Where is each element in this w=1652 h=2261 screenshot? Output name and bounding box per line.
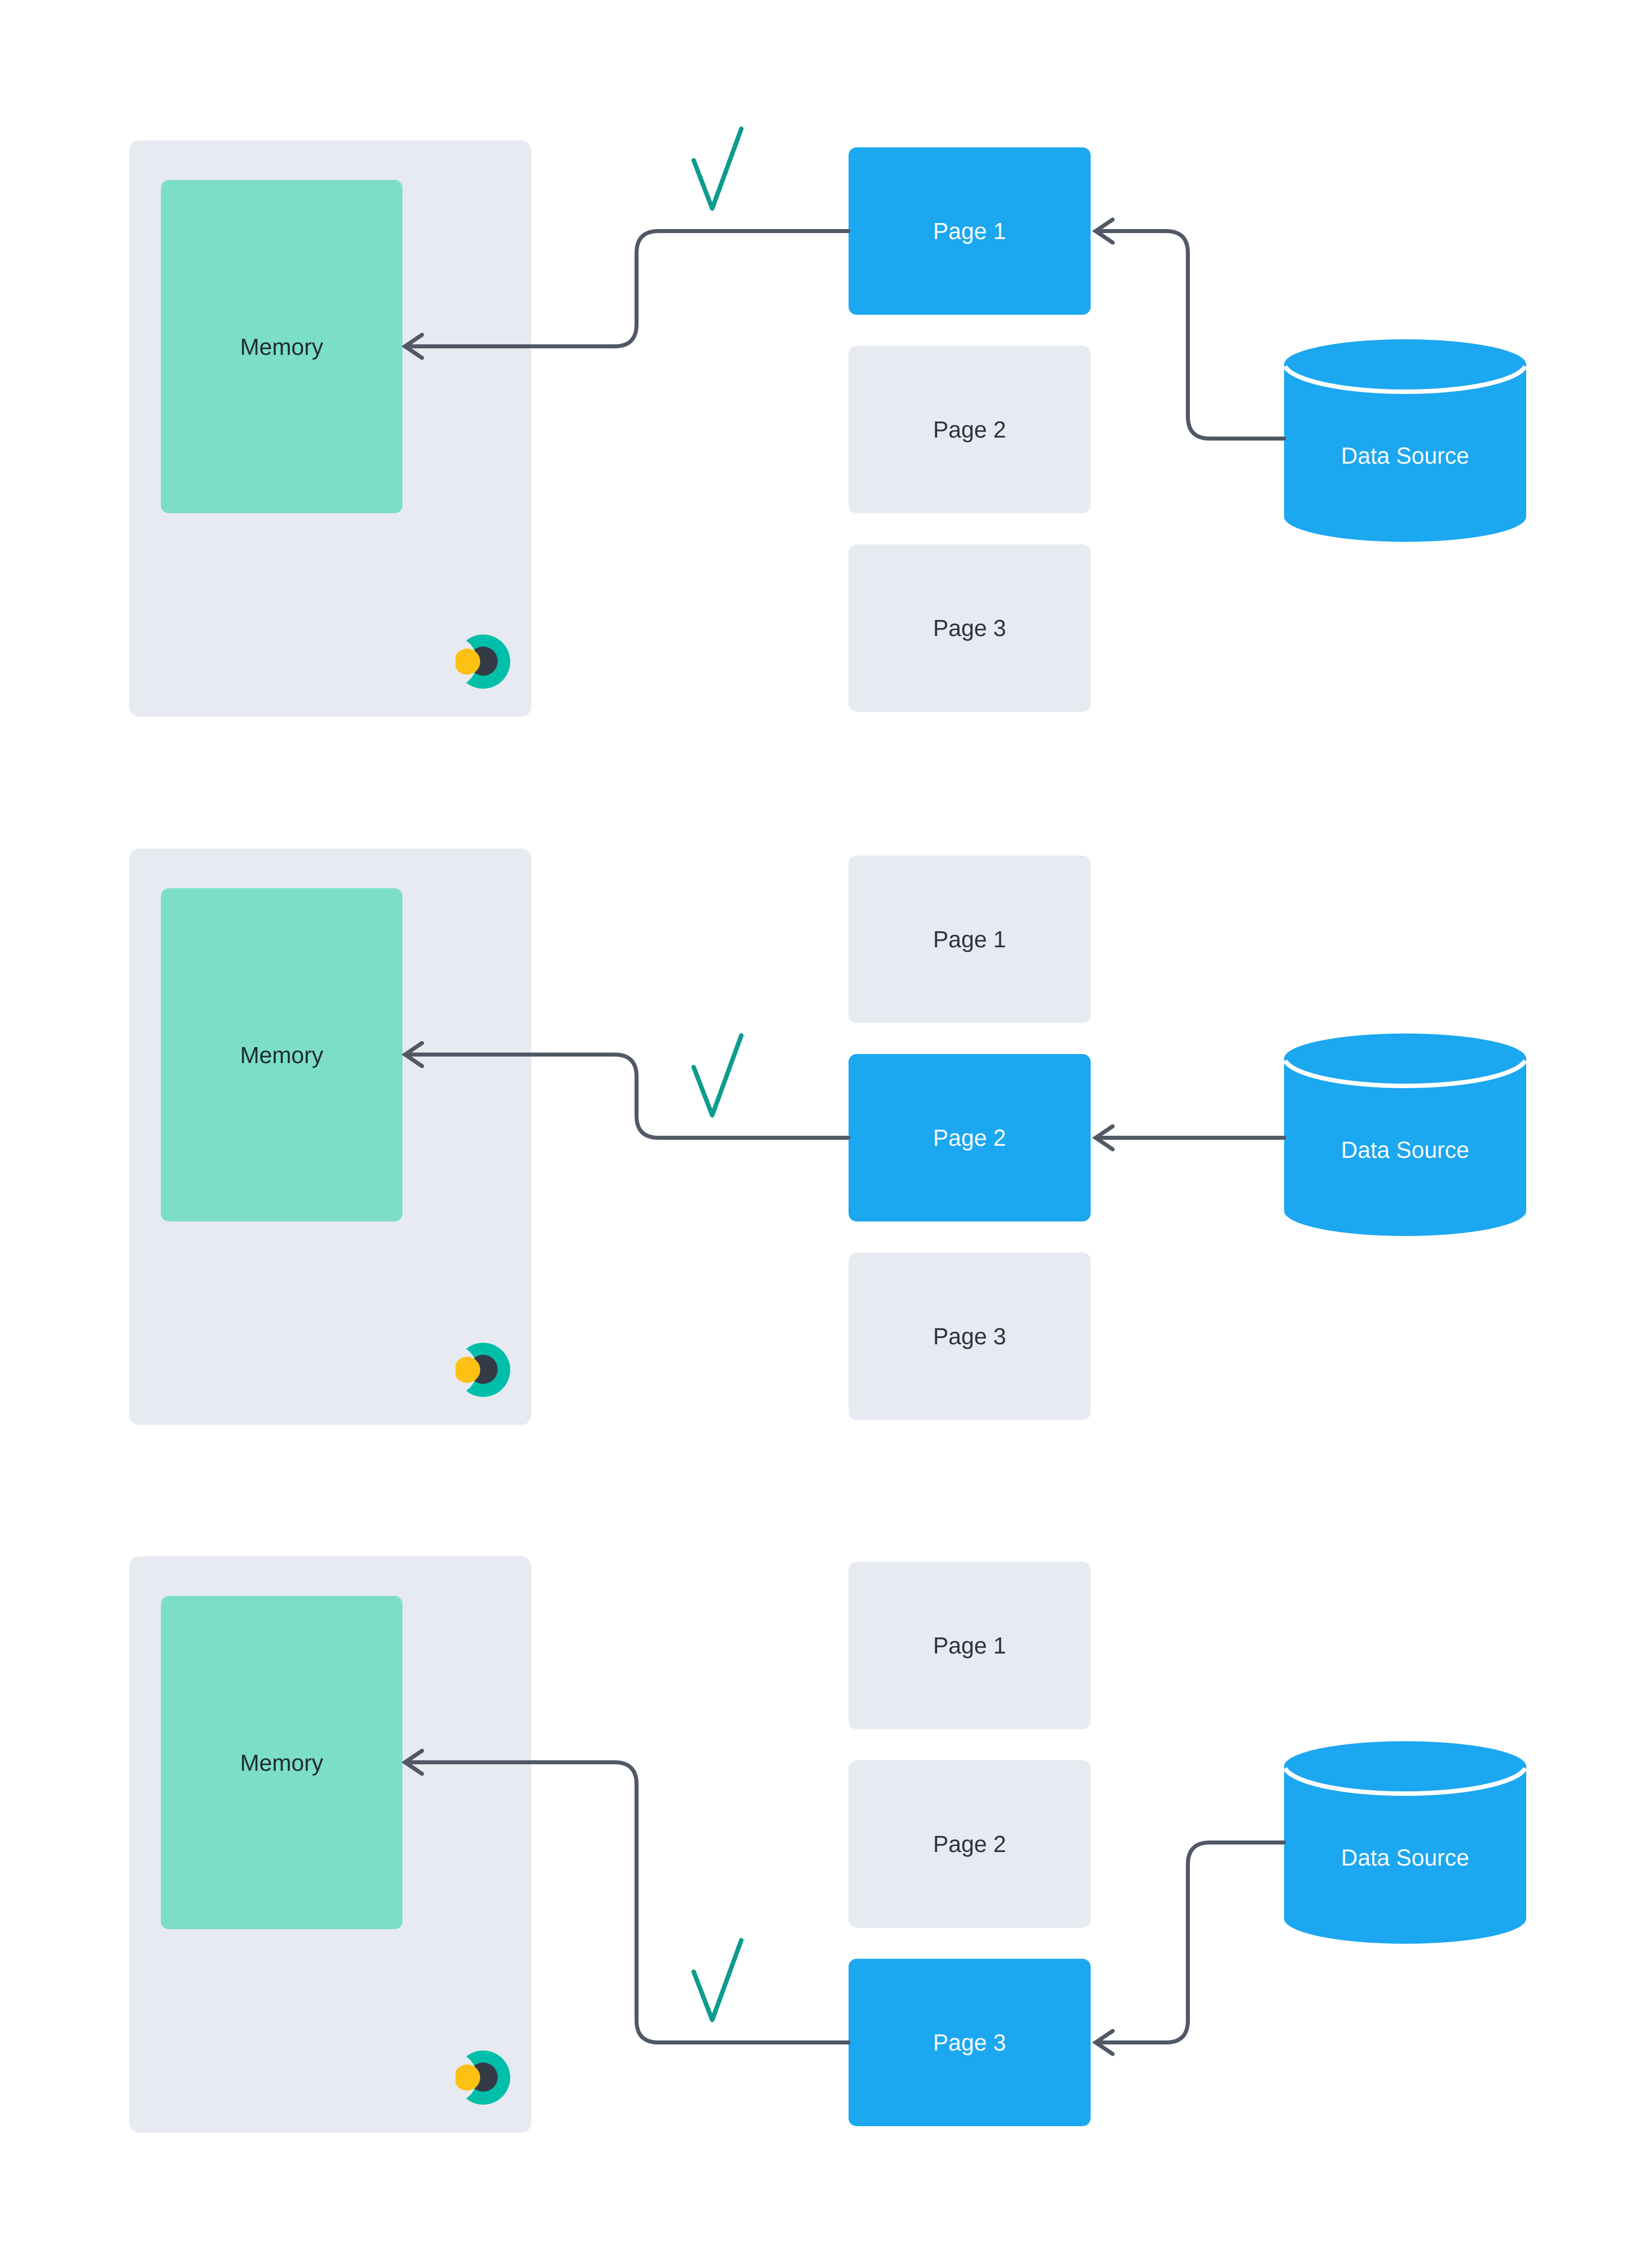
datasource-cylinder: Data Source [1284, 339, 1526, 542]
page-card: Page 2 [849, 346, 1091, 513]
arrow-left-icon [1092, 218, 1115, 245]
connector-datasource-to-page1 [1099, 229, 1286, 441]
page-label: Page 1 [933, 1632, 1006, 1659]
arrow-left-icon [1092, 1124, 1115, 1151]
memory-panel: Memory [129, 849, 531, 1425]
page-label: Page 2 [933, 1125, 1006, 1151]
database-cylinder-icon [1284, 1034, 1526, 1236]
page-card-active: Page 3 [849, 1959, 1091, 2126]
eclipse-logo-icon [456, 635, 510, 689]
page-card: Page 1 [849, 856, 1091, 1023]
check-icon [691, 126, 744, 211]
datasource-cylinder: Data Source [1284, 1741, 1526, 1944]
page-label: Page 1 [933, 218, 1006, 244]
memory-label: Memory [240, 1749, 324, 1776]
eclipse-logo-icon [456, 1343, 510, 1397]
connector-datasource-to-page3 [1099, 1840, 1286, 2044]
page-label: Page 3 [933, 615, 1006, 641]
arrow-left-icon [1092, 2029, 1115, 2056]
page-card: Page 2 [849, 1760, 1091, 1928]
datasource-label: Data Source [1341, 1844, 1470, 1871]
database-cylinder-icon [1284, 339, 1526, 542]
check-icon [691, 1938, 744, 2022]
page-card-active: Page 2 [849, 1054, 1091, 1221]
datasource-label: Data Source [1341, 1137, 1470, 1163]
memory-panel: Memory [129, 1556, 531, 2133]
page-card: Page 3 [849, 1253, 1091, 1420]
datasource-cylinder: Data Source [1284, 1034, 1526, 1236]
memory-label: Memory [240, 1042, 324, 1068]
page-label: Page 1 [933, 926, 1006, 952]
memory-label: Memory [240, 333, 324, 360]
page-label: Page 2 [933, 1831, 1006, 1857]
check-icon [691, 1033, 744, 1118]
page-card: Page 1 [849, 1562, 1091, 1729]
datasource-label: Data Source [1341, 443, 1470, 469]
memory-box: Memory [161, 888, 402, 1221]
page-label: Page 3 [933, 2029, 1006, 2056]
memory-panel: Memory [129, 140, 531, 717]
page-card-active: Page 1 [849, 147, 1091, 315]
page-label: Page 2 [933, 417, 1006, 443]
memory-box: Memory [161, 180, 402, 513]
page-card: Page 3 [849, 544, 1091, 712]
database-cylinder-icon [1284, 1741, 1526, 1944]
memory-box: Memory [161, 1596, 402, 1929]
eclipse-logo-icon [456, 2050, 510, 2105]
page-label: Page 3 [933, 1323, 1006, 1349]
